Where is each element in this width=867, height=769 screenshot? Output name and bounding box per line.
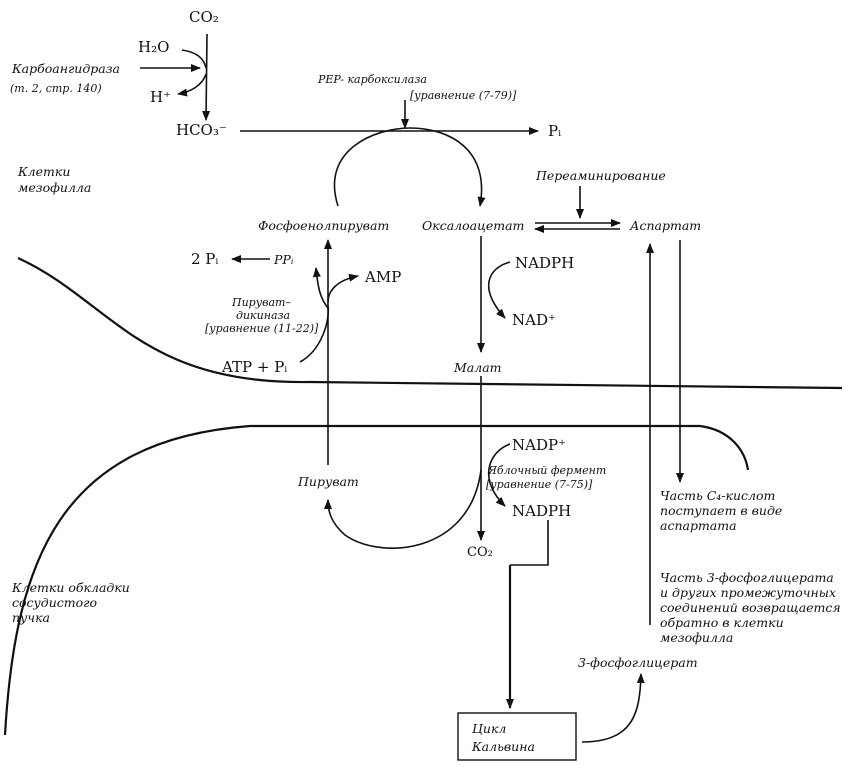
nadph-to-calvin-line bbox=[510, 520, 549, 566]
malic-enzyme-line1: Яблочный фермент bbox=[487, 464, 606, 477]
bundle-sheath-label-line3: пучка bbox=[12, 610, 50, 625]
carbonic-anhydrase-ref: (т. 2, стр. 140) bbox=[10, 82, 102, 95]
ppi-release-curve bbox=[312, 267, 329, 309]
pyruvate-dikinase-line3: [уравнение (11-22)] bbox=[205, 322, 319, 335]
pga-note-line1: Часть 3-фосфоглицерата bbox=[660, 570, 834, 585]
two-pi-label: 2 Pᵢ bbox=[191, 250, 218, 268]
nadp-plus-label: NADP⁺ bbox=[512, 436, 566, 454]
pga-note-line3: соединений возвращается bbox=[660, 600, 841, 615]
hco3-label: HCO₃⁻ bbox=[176, 121, 227, 139]
pga-label: 3-фосфоглицерат bbox=[578, 655, 698, 670]
h2o-label: H₂O bbox=[138, 38, 169, 56]
amp-label: AMP bbox=[364, 268, 401, 286]
malate-label: Малат bbox=[453, 360, 502, 375]
nadph-top-label: NADPH bbox=[515, 254, 574, 272]
pga-note-line5: мезофилла bbox=[660, 630, 733, 645]
nadp-consume-curve bbox=[487, 443, 511, 507]
calvin-cycle-line1: Цикл bbox=[472, 721, 506, 736]
pep-carboxylase-ref: [уравнение (7-79)] bbox=[410, 89, 517, 102]
oxaloacetate-label: Оксалоацетат bbox=[422, 218, 524, 233]
calvin-cycle-line2: Кальвина bbox=[471, 739, 535, 754]
bundle-sheath-label-line2: сосудистого bbox=[12, 595, 97, 610]
pep-carboxylase-label: PEP- карбоксилаза bbox=[317, 73, 427, 86]
co2-top-label: CO₂ bbox=[189, 8, 219, 26]
nadph-consume-curve bbox=[487, 261, 511, 319]
mesophyll-membrane-line bbox=[17, 256, 843, 390]
bundle-sheath-label-line1: Клетки обкладки bbox=[11, 580, 130, 595]
transamination-label: Переаминирование bbox=[535, 168, 666, 183]
nadph-bottom-label: NADPH bbox=[512, 502, 571, 520]
pga-note-line2: и других промежуточных bbox=[660, 585, 836, 600]
co2-to-hco3-arrow bbox=[202, 33, 211, 121]
mesophyll-cells-label-line2: мезофилла bbox=[18, 180, 91, 195]
pep-label: Фосфоенолпируват bbox=[258, 218, 389, 233]
pep-to-oxaloacetate-arc bbox=[333, 127, 486, 207]
mesophyll-cells-label-line1: Клетки bbox=[17, 164, 70, 179]
h2o-input-curve bbox=[181, 49, 207, 69]
calvin-to-pga-arrow bbox=[581, 673, 645, 743]
c4-acid-note-line1: Часть C₄-кислот bbox=[660, 488, 775, 503]
h-plus-label: H⁺ bbox=[150, 88, 171, 106]
calvin-cycle-box bbox=[457, 712, 577, 761]
malate-to-pyruvate-arc bbox=[324, 469, 482, 549]
pyruvate-dikinase-line2: дикиназа bbox=[236, 309, 290, 322]
c4-acid-note-line2: поступает в виде bbox=[660, 503, 782, 518]
pyruvate-dikinase-line1: Пируват– bbox=[231, 296, 291, 309]
carbonic-anhydrase-label: Карбоангидраза bbox=[11, 61, 120, 76]
pi-top-label: Pᵢ bbox=[548, 122, 561, 140]
atp-consume-curve bbox=[299, 305, 330, 363]
pyruvate-label: Пируват bbox=[297, 474, 359, 489]
bundle-sheath-membrane-line bbox=[3, 424, 750, 736]
h-plus-release-arrow bbox=[177, 73, 207, 97]
pga-note-line4: обратно в клетки bbox=[660, 615, 784, 630]
nad-plus-label: NAD⁺ bbox=[512, 311, 556, 329]
aspartate-label: Аспартат bbox=[629, 218, 701, 233]
c4-acid-note-line3: аспартата bbox=[660, 518, 737, 533]
malic-enzyme-line2: [уравнение (7-75)] bbox=[486, 478, 593, 491]
atp-pi-label: ATP + Pᵢ bbox=[221, 358, 287, 376]
co2-bottom-label: CO₂ bbox=[467, 545, 493, 560]
ppi-label: PPᵢ bbox=[273, 252, 294, 267]
amp-release-curve bbox=[327, 273, 359, 303]
